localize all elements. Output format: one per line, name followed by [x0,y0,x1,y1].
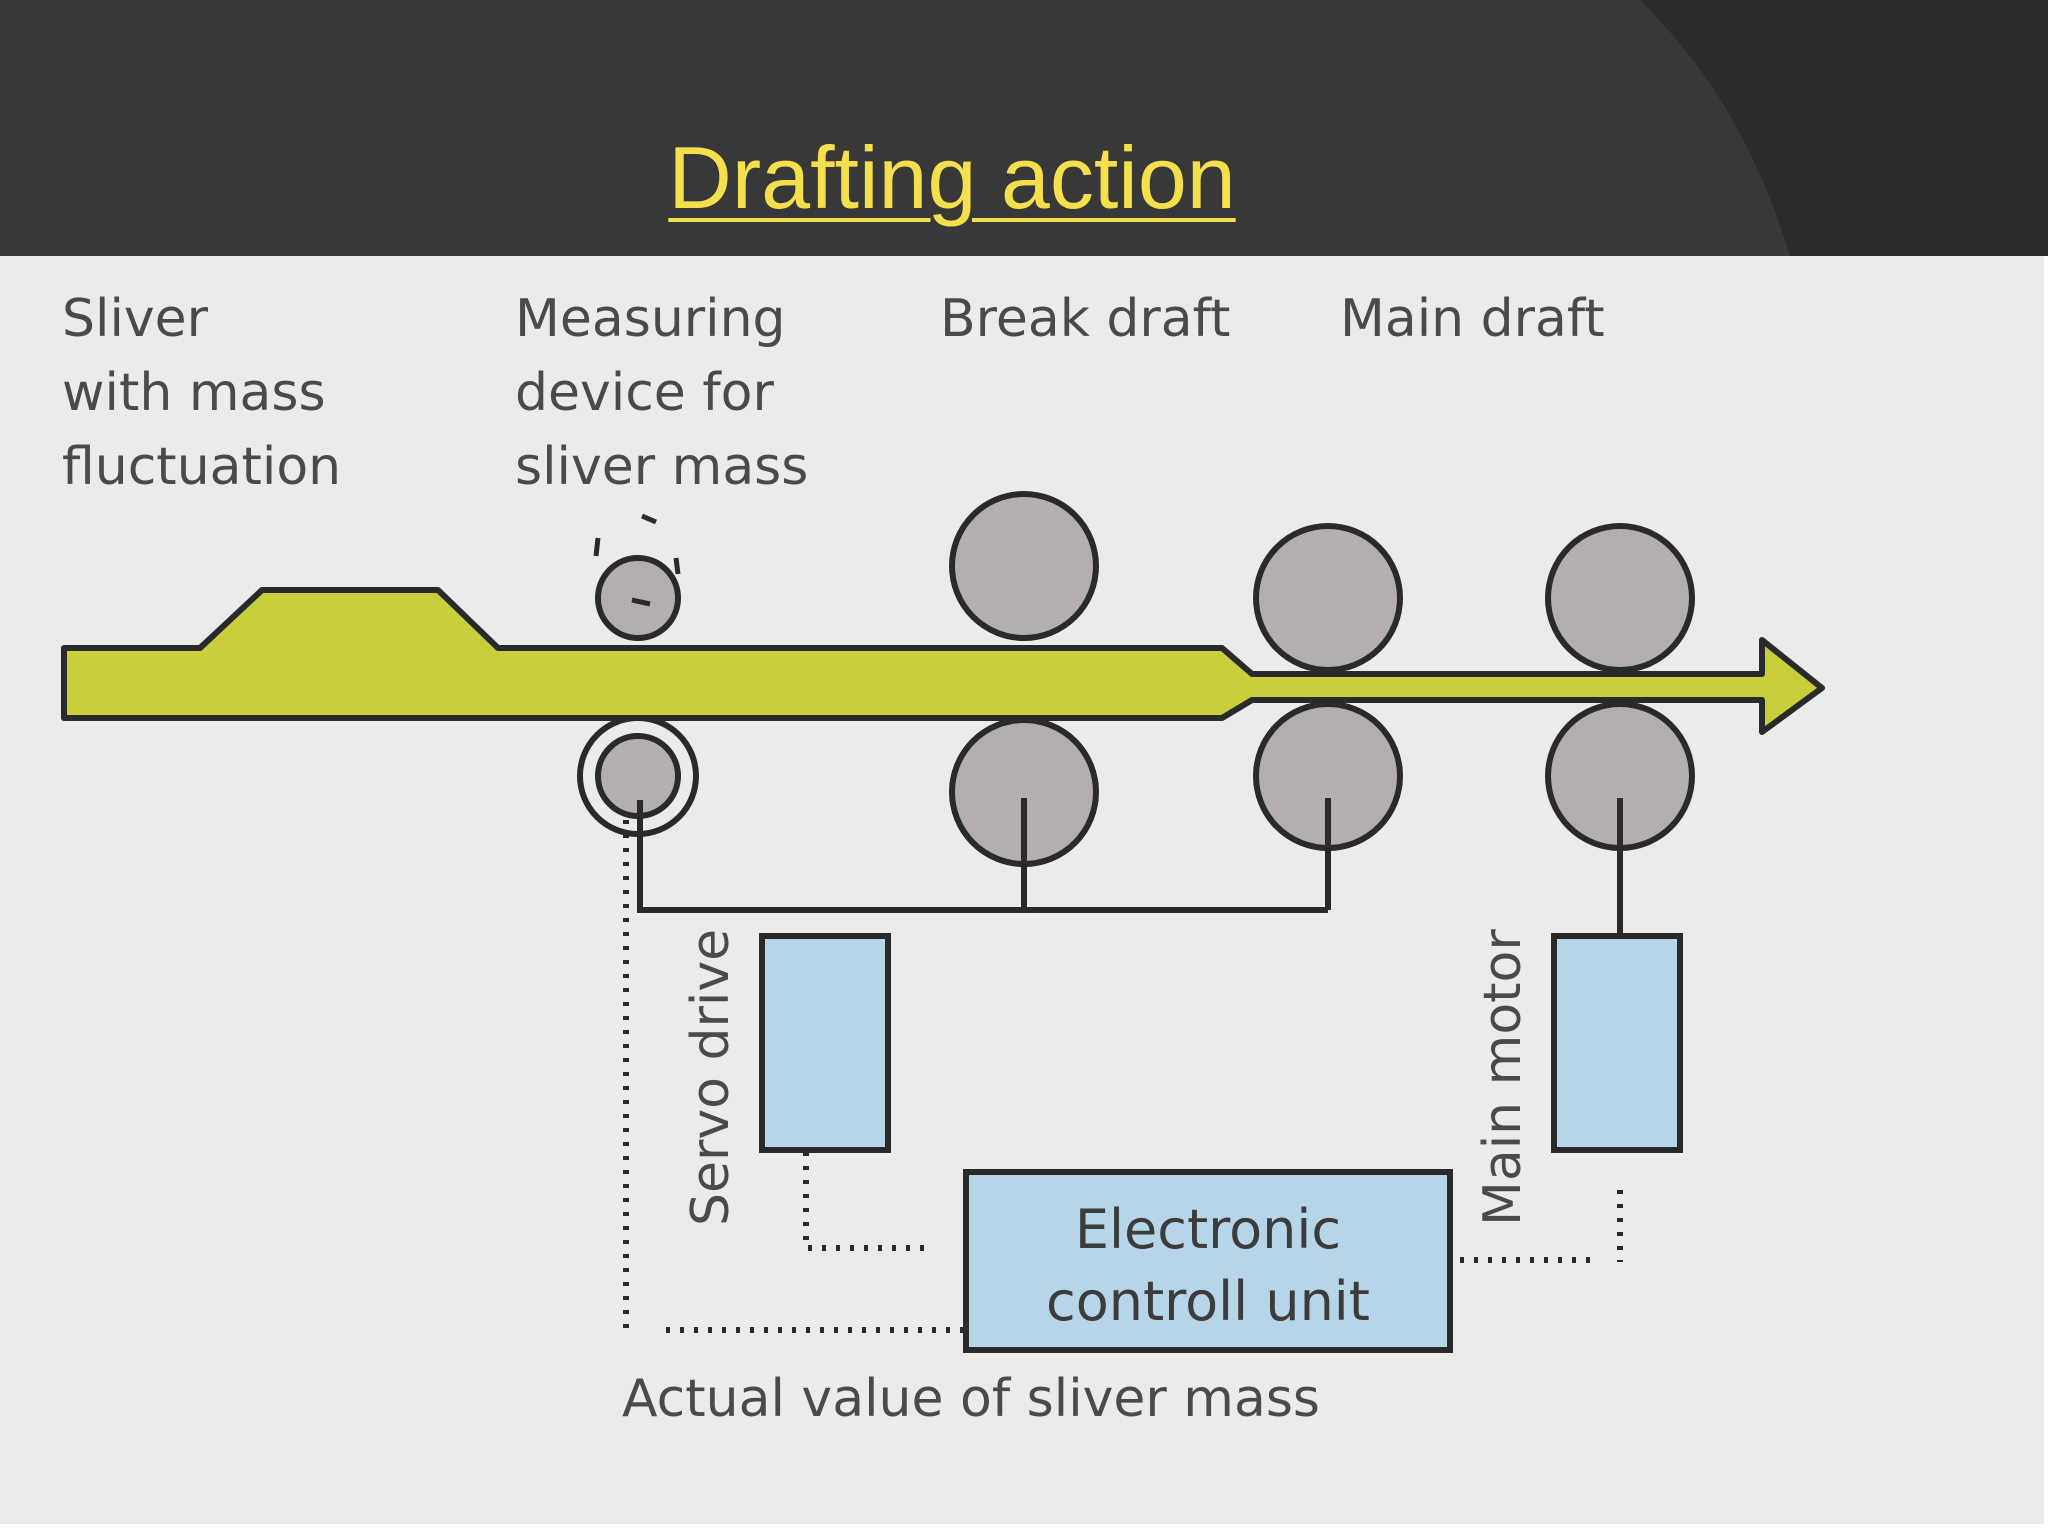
sliver-label-line-1: Sliver [62,289,209,349]
servo-signal-line [803,1152,930,1251]
measuring-roller-top [593,513,681,641]
break-draft-label: Break draft [940,289,1230,349]
servo-drive-label: Servo drive [681,929,741,1226]
sliver-label-line-3: fluctuation [62,437,341,497]
panel-right-edge [2044,256,2048,1524]
control-unit-box [963,1169,1453,1353]
main-motor-label: Main motor [1473,929,1533,1226]
measuring-label-line-3: sliver mass [515,437,808,497]
servo-linkage [637,798,1331,913]
main-draft-label: Main draft [1340,289,1605,349]
slide-title: Drafting action [668,128,1236,227]
control-unit-label-line-2: controll unit [1046,1270,1370,1333]
middle-roller-top [1253,523,1403,673]
main-motor-signal-line [1460,1190,1623,1263]
measuring-label: Measuring device for sliver mass [515,289,808,497]
servo-drive-box [759,933,891,1153]
header-stripe [1640,0,2048,256]
control-unit-label-line-1: Electronic [1075,1198,1341,1261]
break-draft-roller-top [949,491,1099,641]
sliver-label: Sliver with mass fluctuation [62,289,341,497]
actual-value-label: Actual value of sliver mass [622,1369,1320,1429]
sliver-band [61,587,1825,735]
measuring-label-line-2: device for [515,363,774,423]
actual-value-signal-line [623,820,966,1334]
measuring-label-line-1: Measuring [515,289,786,349]
main-draft-roller-top [1545,523,1695,673]
sliver-label-line-2: with mass [62,363,326,423]
main-motor-box [1551,933,1683,1153]
